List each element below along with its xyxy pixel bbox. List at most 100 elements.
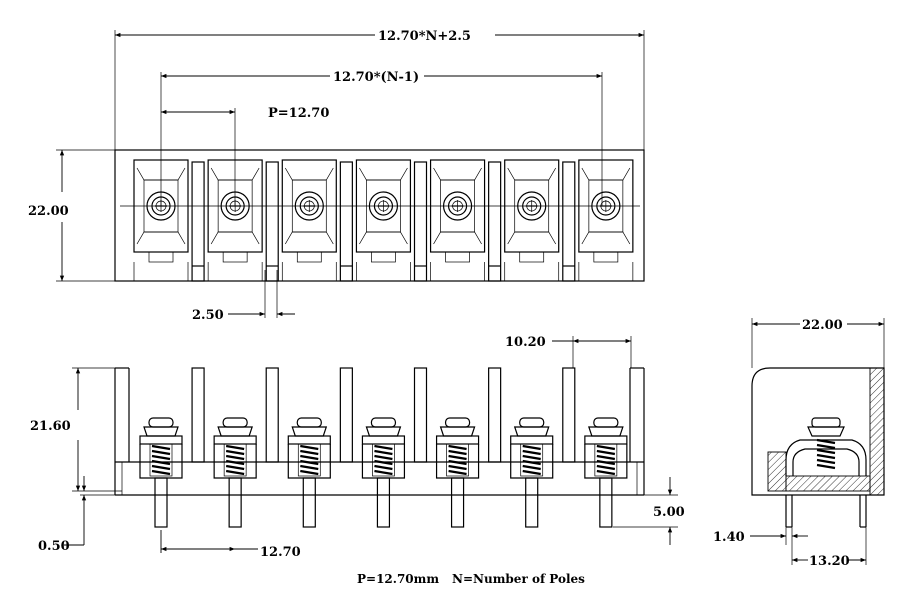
top-view xyxy=(114,149,645,282)
top-clamp-lower-bevel xyxy=(359,231,408,245)
front-thread-coil xyxy=(225,444,245,476)
front-terminal xyxy=(139,417,183,528)
side-depth-label: 22.00 xyxy=(802,318,843,333)
top-clamp-tab xyxy=(519,251,545,263)
top-clamp-tab xyxy=(371,251,396,263)
front-thread-box xyxy=(297,443,321,477)
front-thread-box xyxy=(594,443,618,477)
top-clamp-upper-bevel xyxy=(433,167,482,181)
dim-front-pitch: 12.70 xyxy=(160,530,301,560)
top-separator-wall xyxy=(488,161,502,282)
front-clamp-top xyxy=(584,435,628,445)
dim-front-height: 21.60 xyxy=(30,367,122,492)
side-wall-hatch xyxy=(869,367,885,496)
front-pin xyxy=(376,477,391,528)
span-width-label: 12.70*(N-1) xyxy=(333,70,419,85)
top-terminal xyxy=(339,159,412,282)
front-thread-box xyxy=(149,443,173,477)
dim-span-width: 12.70*(N-1) xyxy=(160,70,603,206)
front-separator-wall xyxy=(413,367,428,463)
top-separator-wall xyxy=(265,161,279,282)
dim-top-height: 22.00 xyxy=(28,149,115,282)
top-clamp-tab xyxy=(593,251,619,263)
front-separator-wall xyxy=(265,367,279,463)
footnote: P=12.70mm N=Number of Poles xyxy=(357,572,585,586)
front-screw-head xyxy=(148,417,174,428)
top-clamp-lower-bevel xyxy=(210,231,260,245)
dim-pin-row-spacing: 13.20 xyxy=(792,527,867,569)
footnote-pitch: P=12.70mm xyxy=(357,572,439,586)
front-clamp-top xyxy=(361,435,406,445)
top-terminal xyxy=(191,159,263,282)
top-clamp-tab xyxy=(445,251,470,263)
front-clamp-top xyxy=(510,435,554,445)
front-separator-wall xyxy=(488,367,502,463)
front-washer xyxy=(217,426,253,437)
front-clamp-top xyxy=(139,435,183,445)
top-terminal xyxy=(562,159,634,282)
top-terminal xyxy=(265,159,337,282)
top-clamp-lower-bevel xyxy=(433,231,482,245)
side-base-hatch xyxy=(767,451,787,492)
side-floor-hatch xyxy=(785,475,871,492)
front-screw-head xyxy=(444,417,471,428)
front-washer xyxy=(439,426,476,437)
front-thread-box xyxy=(223,443,247,477)
front-thread-coil xyxy=(522,444,541,476)
front-separator-wall xyxy=(339,367,353,463)
side-clamp-outer xyxy=(785,439,867,476)
front-clamp-top xyxy=(435,435,480,445)
front-clamp-top xyxy=(287,435,331,445)
top-clamp-tab xyxy=(222,251,248,263)
pin-width-label: 1.40 xyxy=(713,530,745,545)
front-clamp-top xyxy=(213,435,257,445)
front-terminal xyxy=(413,367,480,528)
dim-side-depth: 22.00 xyxy=(751,318,885,368)
side-thread-coil xyxy=(816,438,836,470)
top-view-body xyxy=(114,149,645,282)
top-clamp-upper-bevel xyxy=(284,167,334,181)
pin-spacing-label: 10.20 xyxy=(505,335,546,350)
front-view-terminals xyxy=(139,367,628,528)
top-clamp-tab xyxy=(148,251,174,263)
front-screw-head xyxy=(593,417,619,428)
top-separator-wall xyxy=(339,161,353,282)
front-thread-coil xyxy=(151,444,171,476)
front-pin xyxy=(302,477,316,528)
dim-pin-offset: 0.50 xyxy=(38,476,115,554)
front-terminal xyxy=(339,367,406,528)
front-screw-head xyxy=(519,417,545,428)
front-terminal xyxy=(488,367,554,528)
top-clamp-lower-bevel xyxy=(284,231,334,245)
top-clamp-upper-bevel xyxy=(507,167,557,181)
overall-width-label: 12.70*N+2.5 xyxy=(378,29,471,44)
front-terminal xyxy=(562,367,628,528)
pin-row-spacing-label: 13.20 xyxy=(809,554,850,569)
front-thread-box xyxy=(372,443,395,477)
side-view xyxy=(751,367,885,528)
front-separator-wall xyxy=(562,367,576,463)
side-screw-thread xyxy=(816,438,836,470)
front-washer xyxy=(513,426,550,437)
top-clamp-lower-bevel xyxy=(507,231,557,245)
front-terminal xyxy=(265,367,331,528)
dim-pin-width: 1.40 xyxy=(713,527,808,565)
dim-overall-width: 12.70*N+2.5 xyxy=(114,29,645,150)
front-thread-box xyxy=(520,443,544,477)
dim-pin-length: 5.00 xyxy=(613,477,685,545)
top-clamp-lower-bevel xyxy=(581,231,631,245)
pin-offset-label: 0.50 xyxy=(38,539,70,554)
front-pitch-label: 12.70 xyxy=(260,545,301,560)
top-clamp-tab xyxy=(296,251,322,263)
front-thread-box xyxy=(446,443,469,477)
front-thread-coil xyxy=(448,444,467,476)
front-terminal xyxy=(191,367,257,528)
front-screw-head xyxy=(222,417,248,428)
top-clamp-lower-bevel xyxy=(136,231,186,245)
front-washer xyxy=(365,426,402,437)
front-thread-coil xyxy=(374,444,393,476)
top-clamp-upper-bevel xyxy=(581,167,631,181)
front-view xyxy=(114,367,645,528)
